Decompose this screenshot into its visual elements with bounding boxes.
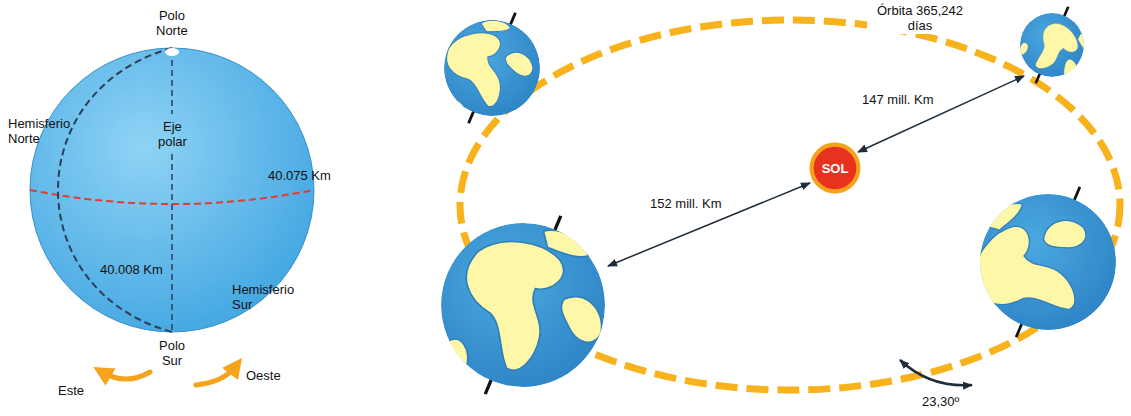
direction-label: Este [58, 383, 84, 398]
sun-circle: SOL [809, 142, 861, 194]
sun-disc [812, 145, 859, 192]
hemisphere-label: Hemisferio Sur [232, 282, 294, 312]
dimension-label: 40.075 Km [268, 168, 331, 183]
orbit-label: Órbita 365,242 días [867, 2, 973, 34]
distance-label: 147 mill. Km [862, 92, 934, 107]
distance-label: 152 mill. Km [650, 196, 722, 211]
pole-label: Polo Norte [156, 8, 188, 38]
sun-label: SOL [822, 161, 849, 176]
angle-label: 23,30º [922, 394, 959, 409]
pole-label: Polo Sur [159, 338, 185, 368]
hemisphere-label: Hemisferio Norte [8, 116, 70, 146]
dimension-label: 40.008 Km [100, 262, 163, 277]
axis-label: Eje polar [158, 119, 187, 149]
direction-label: Oeste [246, 368, 281, 383]
